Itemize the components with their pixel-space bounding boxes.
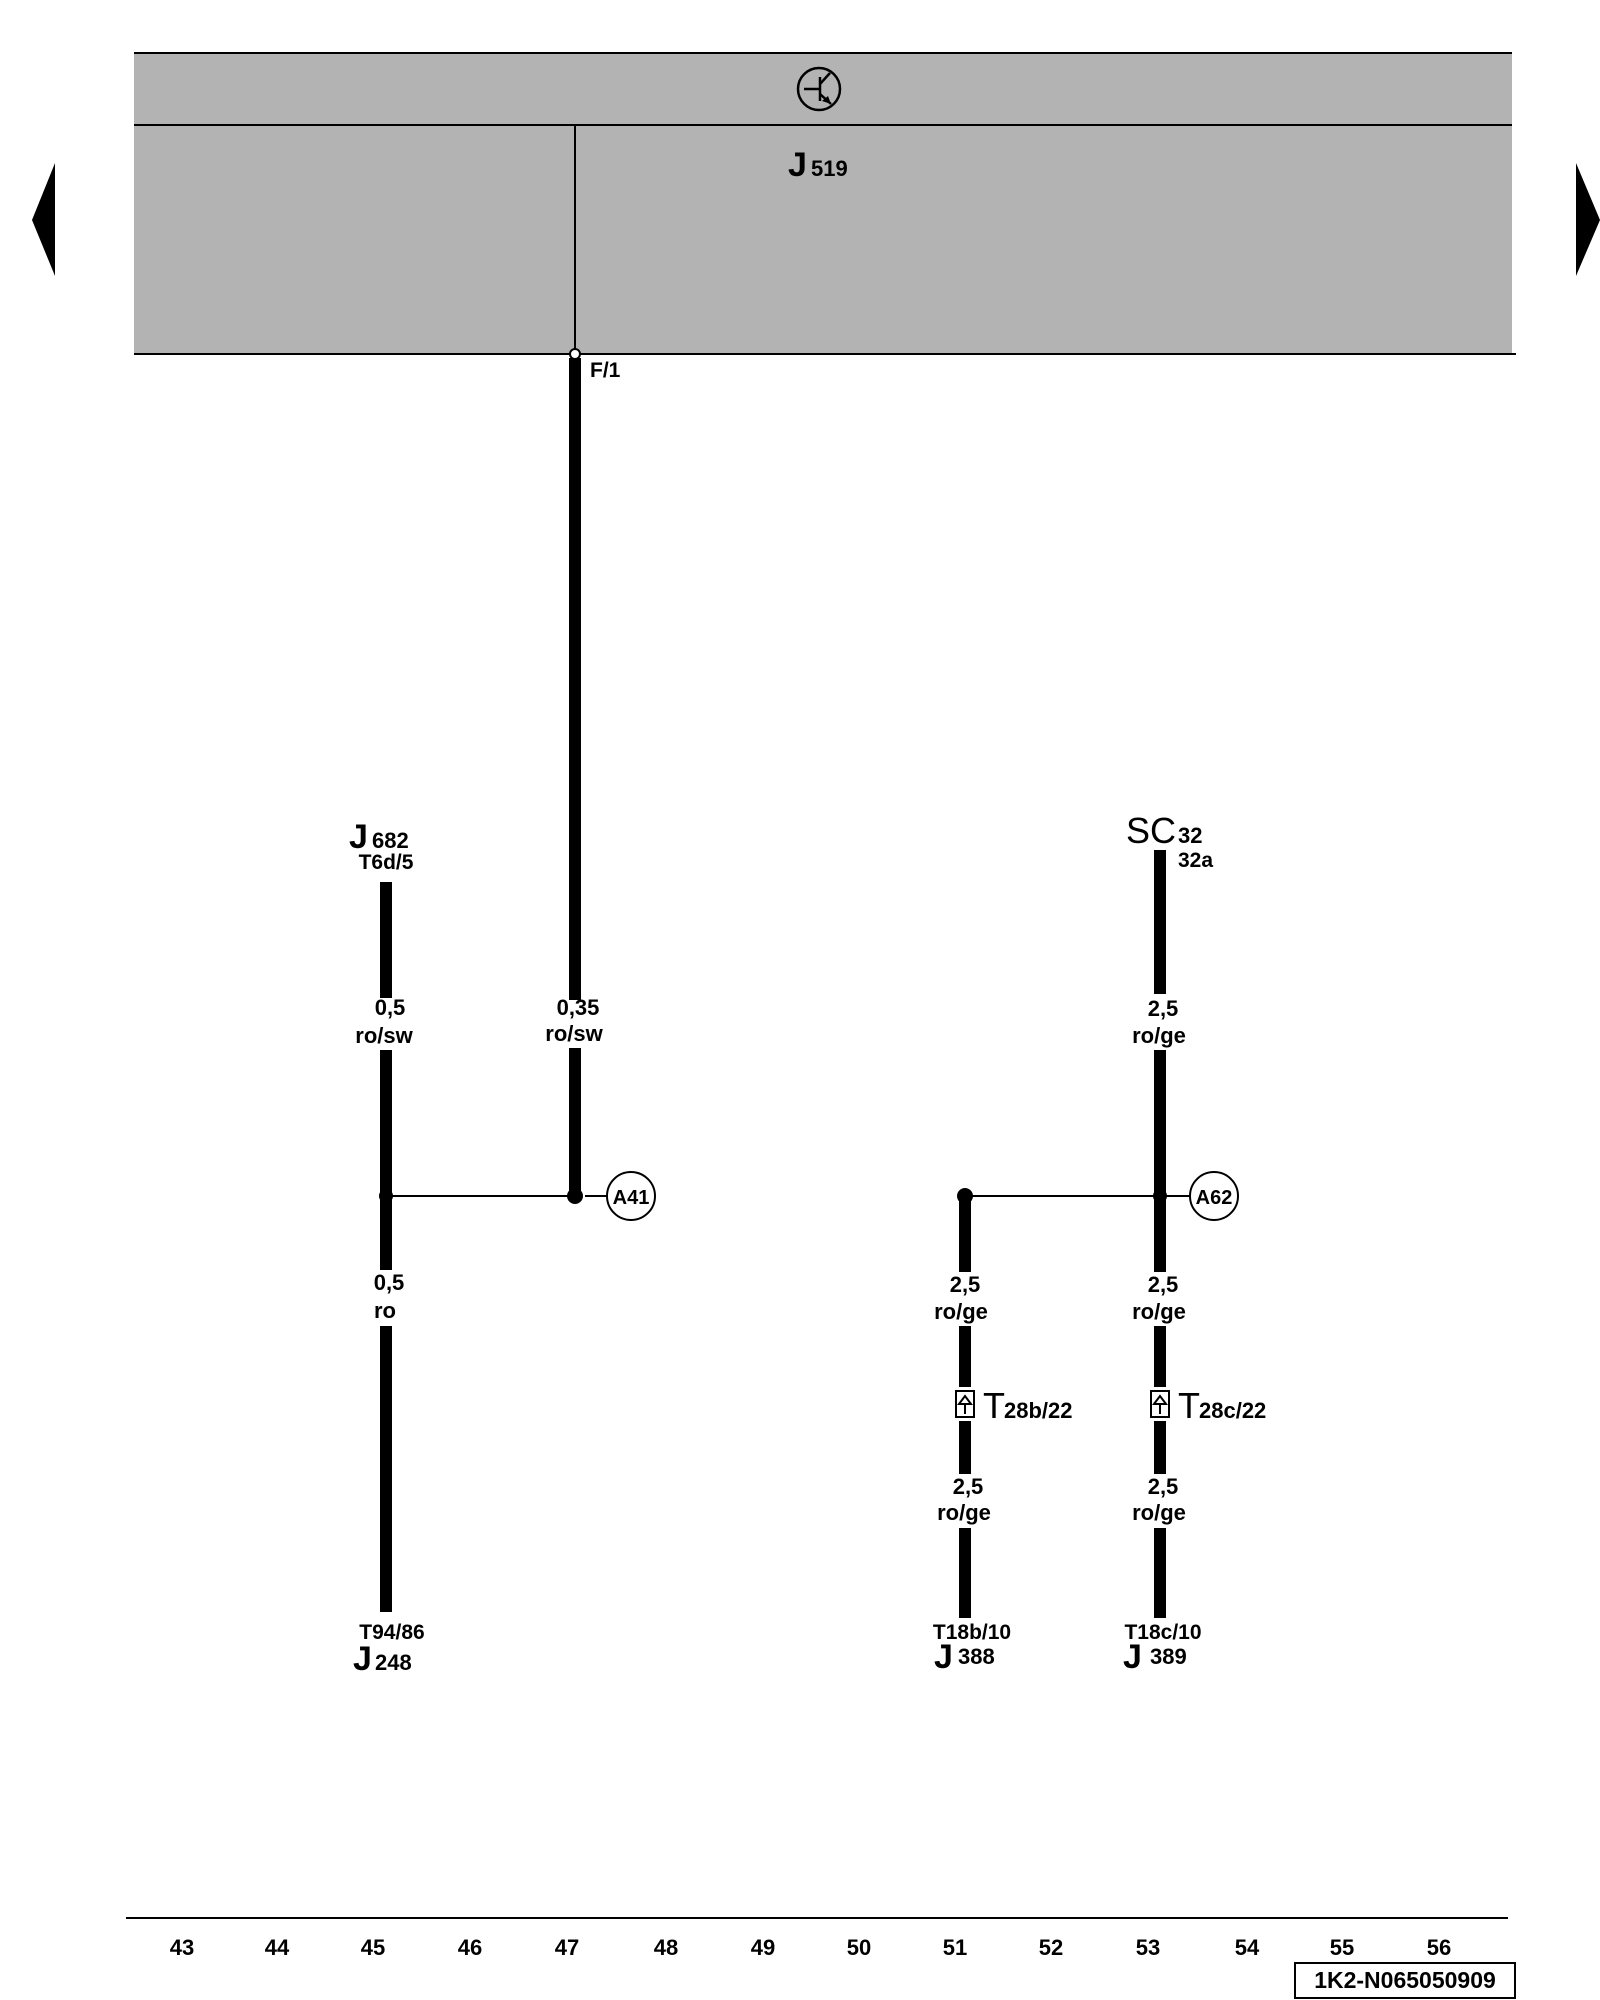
connection-a41-label: A41 [613, 1187, 650, 1209]
control-unit-j519 [134, 52, 1516, 355]
pin-t6d5-label: T6d/5 [359, 851, 414, 874]
wire-53-low-size: 2,5 [1148, 1474, 1179, 1499]
wire-53-mid-color: ro/ge [1132, 1299, 1186, 1324]
connection-a41-marker [606, 1171, 656, 1221]
triangle-left-icon[interactable] [32, 163, 55, 276]
scale-label-43: 43 [170, 1935, 194, 1960]
pin-t18b10-label: T18b/10 [933, 1621, 1011, 1644]
connector-t28c-label: T28c/22 [1178, 1385, 1266, 1426]
connector-t28c-icon [1150, 1390, 1170, 1418]
splice-point-47 [567, 1188, 583, 1204]
wire-51-mid-color: ro/ge [934, 1299, 988, 1324]
scale-label-53: 53 [1136, 1935, 1160, 1960]
scale-label-49: 49 [751, 1935, 775, 1960]
triangle-right-icon[interactable] [1576, 163, 1600, 276]
pin-32a-label: 32a [1178, 849, 1213, 872]
connection-a62-label: A62 [1196, 1187, 1233, 1209]
scale-label-54: 54 [1235, 1935, 1260, 1960]
pin-f1-label: F/1 [590, 359, 621, 382]
wire-45-bottom-color: ro [374, 1298, 396, 1323]
wire-45-bottom-size: 0,5 [374, 1270, 405, 1295]
wire-47-color: ro/sw [545, 1021, 603, 1046]
wire-53-top-size: 2,5 [1148, 996, 1179, 1021]
wire-53-top-color: ro/ge [1132, 1023, 1186, 1048]
wire-53-low-color: ro/ge [1132, 1500, 1186, 1525]
connector-t28b-label: T28b/22 [983, 1385, 1073, 1426]
splice-point-53 [1153, 1189, 1167, 1203]
wire-47-size: 0,35 [557, 995, 600, 1020]
component-sc32-label: SC32 [1126, 810, 1202, 851]
wire-51-low-color: ro/ge [937, 1500, 991, 1525]
scale-label-48: 48 [654, 1935, 678, 1960]
pin-t9486-label: T94/86 [359, 1621, 424, 1644]
scale-label-44: 44 [265, 1935, 290, 1960]
scale-labels: 43 44 45 46 47 48 49 50 51 52 53 54 55 56 [170, 1935, 1451, 1960]
wire-45-top-color: ro/sw [355, 1023, 413, 1048]
scale-label-55: 55 [1330, 1935, 1354, 1960]
wire-53-mid-size: 2,5 [1148, 1272, 1179, 1297]
scale-label-47: 47 [555, 1935, 579, 1960]
doc-code-box [1294, 1962, 1516, 1999]
scale-label-51: 51 [943, 1935, 967, 1960]
connector-t28b-icon [955, 1390, 975, 1418]
pin-f1-marker [569, 348, 581, 360]
wire-51-mid-size: 2,5 [950, 1272, 981, 1297]
connection-a62-marker [1189, 1171, 1239, 1221]
doc-code-label: 1K2-N065050909 [1314, 1967, 1496, 1993]
scale-label-45: 45 [361, 1935, 385, 1960]
pin-t18c10-label: T18c/10 [1124, 1621, 1201, 1644]
scale-label-46: 46 [458, 1935, 482, 1960]
wire-51-low-size: 2,5 [953, 1474, 984, 1499]
wire-45-top-size: 0,5 [375, 995, 406, 1020]
scale-label-56: 56 [1427, 1935, 1451, 1960]
scale-label-52: 52 [1039, 1935, 1063, 1960]
transistor-symbol-icon [796, 66, 842, 112]
splice-point-45 [379, 1189, 393, 1203]
scale-label-50: 50 [847, 1935, 871, 1960]
